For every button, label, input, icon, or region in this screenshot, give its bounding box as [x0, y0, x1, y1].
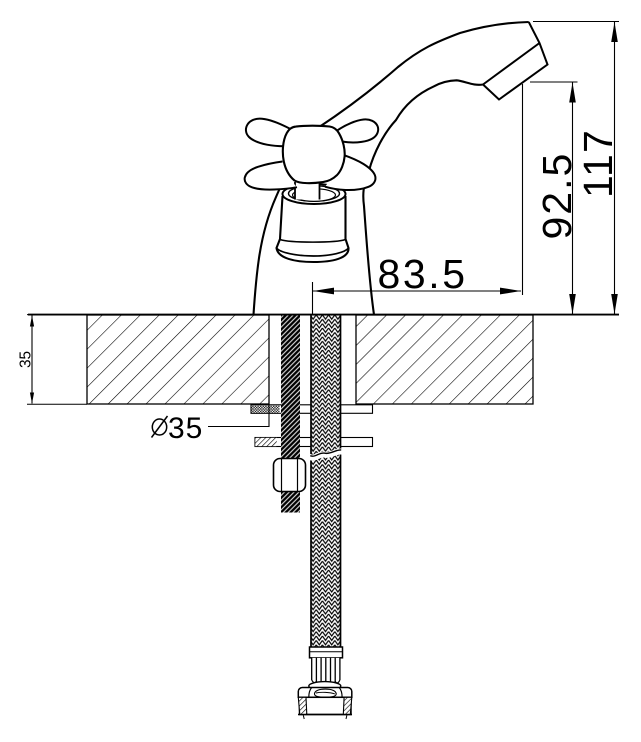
svg-text:92.5: 92.5 — [534, 152, 580, 240]
svg-text:35: 35 — [168, 412, 203, 445]
svg-text:117: 117 — [575, 129, 621, 198]
svg-text:83.5: 83.5 — [378, 251, 468, 297]
svg-text:35: 35 — [18, 351, 35, 368]
